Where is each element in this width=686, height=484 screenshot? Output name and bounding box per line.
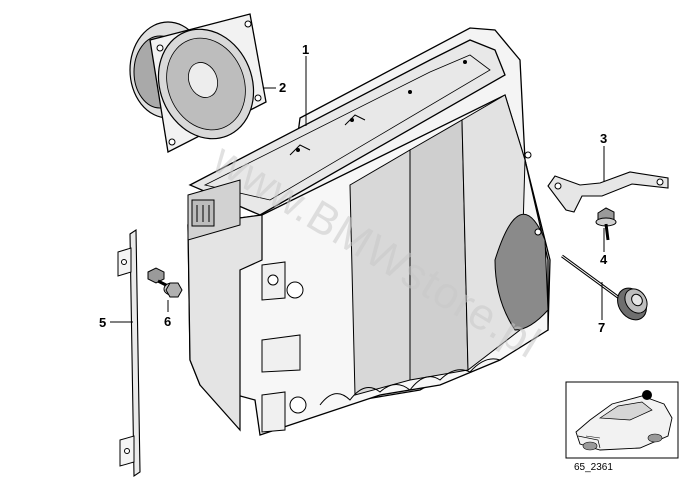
diagram-reference: 65_2361	[574, 462, 613, 473]
hex-bolt-icon	[595, 207, 617, 241]
mounting-bracket-icon	[547, 171, 669, 213]
subwoofer-enclosure-icon	[187, 27, 551, 436]
leader-lines	[110, 56, 605, 323]
callout-7: 7	[598, 320, 605, 335]
callout-5: 5	[99, 315, 106, 330]
hex-bolt-icon	[147, 267, 183, 298]
callout-3: 3	[600, 131, 607, 146]
callout-2: 2	[279, 80, 286, 95]
location-marker-icon	[642, 390, 652, 400]
loudspeaker-icon	[129, 13, 267, 153]
knurled-screw-icon	[561, 254, 648, 321]
callout-1: 1	[302, 42, 309, 57]
callout-4: 4	[600, 252, 608, 267]
car-icon	[575, 395, 673, 451]
support-strap-icon	[117, 228, 141, 478]
callout-6: 6	[164, 314, 171, 329]
locator-thumbnail: 65_2361	[565, 381, 679, 473]
